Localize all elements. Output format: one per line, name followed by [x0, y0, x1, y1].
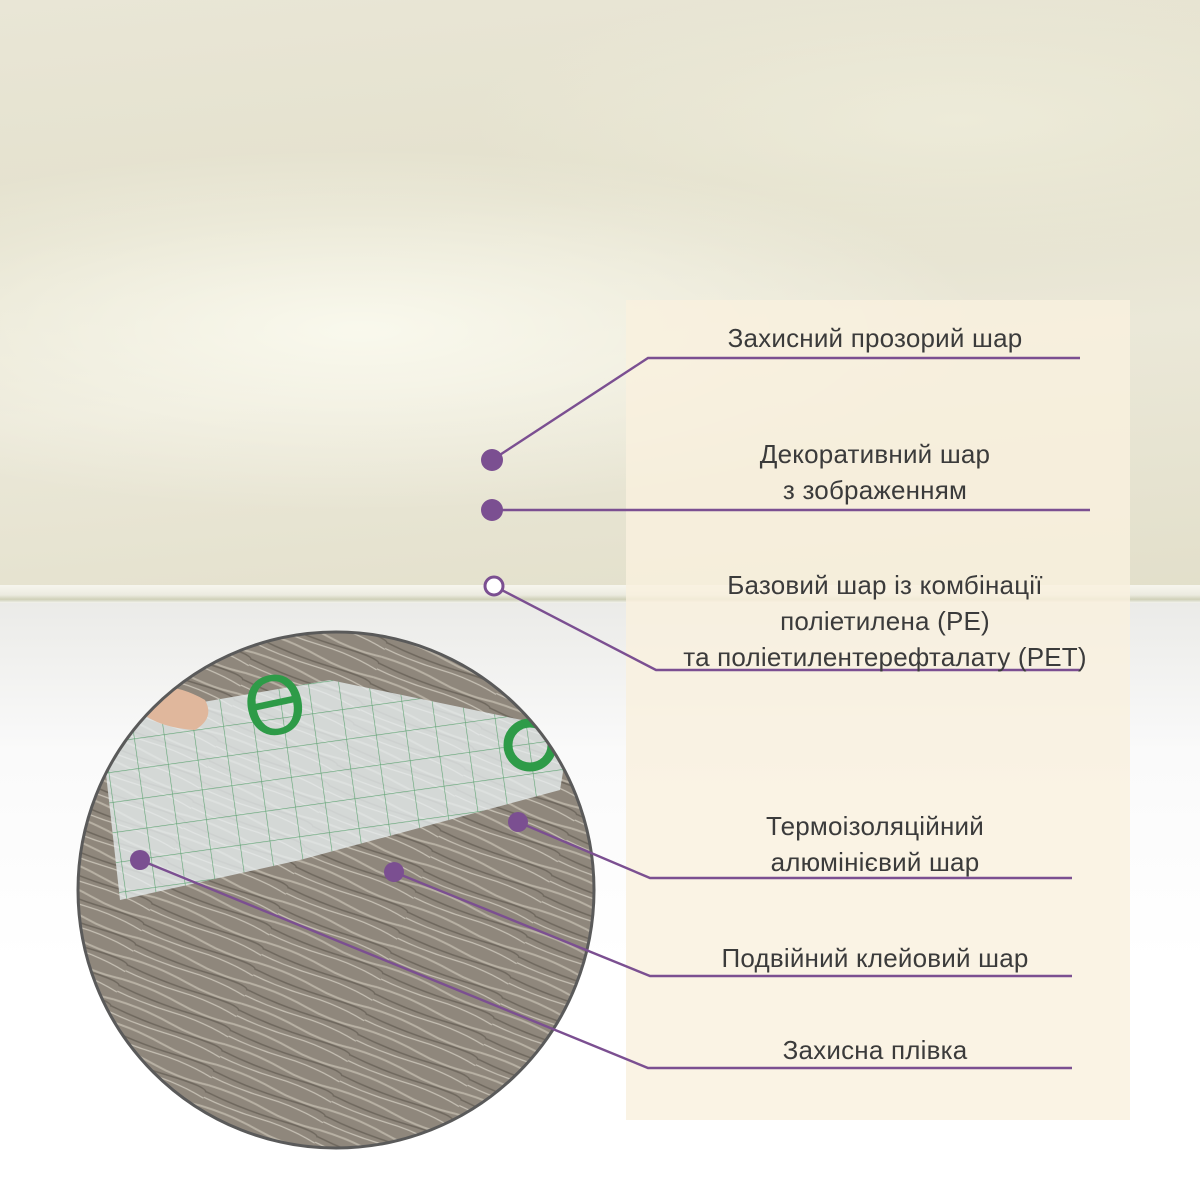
label-decorative-line1: Декоративний шар — [759, 439, 991, 469]
label-aluminum-line1: Термоізоляційний — [765, 811, 985, 841]
marker-adhesive-layer — [384, 862, 404, 882]
leader-aluminum-layer — [517, 820, 1072, 880]
label-protective-layer: Захисний прозорий шар — [727, 323, 1023, 353]
label-base-line3: та поліетилентерефталату (PET) — [683, 642, 1087, 672]
marker-protective-film — [130, 850, 150, 870]
leader-protective-film — [139, 858, 1072, 1070]
leader-protective-layer — [491, 356, 1080, 462]
label-base-line2: поліетилена (PE) — [780, 606, 990, 636]
label-protective-film: Захисна плівка — [782, 1035, 968, 1065]
label-panel — [626, 300, 1130, 1120]
label-base-layer: Базовий шар із комбінації поліетилена (P… — [650, 567, 1120, 675]
leader-base-layer — [493, 584, 1080, 672]
label-aluminum-line2: алюмінієвий шар — [770, 847, 980, 877]
leader-lines — [139, 356, 1090, 1070]
marker-protective-layer — [481, 449, 503, 471]
markers — [130, 449, 528, 882]
marker-aluminum-layer — [508, 812, 528, 832]
marker-decorative-layer — [481, 499, 503, 521]
label-decorative-line2: з зображенням — [782, 475, 968, 505]
label-base-line1: Базовий шар із комбінації — [727, 570, 1043, 600]
leader-adhesive-layer — [393, 870, 1072, 978]
label-adhesive-layer: Подвійний клейовий шар — [721, 943, 1029, 973]
magnified-sample: Ɵ — [78, 632, 594, 1148]
magnifier-circle — [76, 630, 596, 1150]
label-decorative-layer: Декоративний шар з зображенням — [680, 436, 1070, 508]
marker-base-layer — [483, 575, 505, 597]
label-aluminum-layer: Термоізоляційний алюмінієвий шар — [680, 808, 1070, 880]
